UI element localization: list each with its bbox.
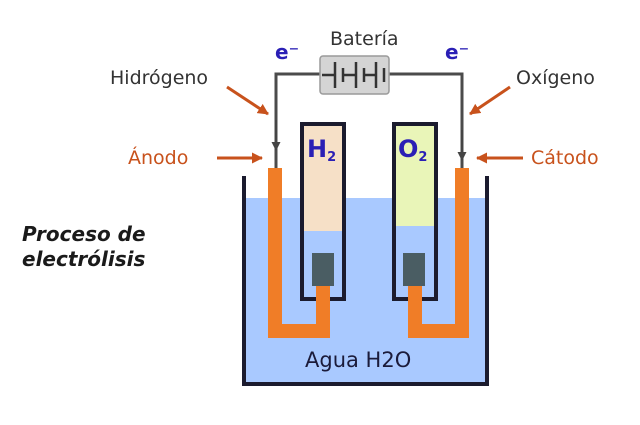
oxygen-symbol: O bbox=[398, 135, 419, 163]
cathode-label: Cátodo bbox=[531, 147, 599, 169]
hydrogen-formula: H2 bbox=[307, 137, 336, 164]
oxygen-gas bbox=[396, 126, 434, 226]
anode-label: Ánodo bbox=[128, 147, 189, 169]
electron-right-label: e⁻ bbox=[445, 40, 470, 64]
battery-cells bbox=[322, 62, 386, 88]
oxygen-electrode-plate bbox=[403, 253, 425, 286]
hydrogen-label: Hidrógeno bbox=[110, 67, 209, 89]
diagram-title: Proceso de electrólisis bbox=[22, 222, 146, 272]
water-body bbox=[245, 198, 486, 383]
oxygen-pointer-arrow bbox=[469, 85, 511, 116]
hydrogen-gas bbox=[304, 126, 342, 231]
hydrogen-electrode-plate bbox=[312, 253, 334, 286]
hydrogen-symbol: H bbox=[307, 135, 328, 163]
oxygen-subscript: 2 bbox=[418, 150, 428, 165]
water-label: Agua H2O bbox=[305, 348, 412, 372]
cathode-electrode bbox=[408, 168, 469, 338]
hydrogen-subscript: 2 bbox=[327, 150, 337, 165]
container bbox=[242, 176, 489, 386]
battery-label: Batería bbox=[330, 28, 399, 50]
title-line-1: Proceso de bbox=[22, 222, 146, 246]
title-line-2: electrólisis bbox=[22, 247, 146, 271]
anode-electrode bbox=[268, 168, 330, 338]
oxygen-label: Oxígeno bbox=[516, 67, 595, 89]
oxygen-formula: O2 bbox=[398, 137, 427, 164]
electron-left-label: e⁻ bbox=[275, 40, 300, 64]
hydrogen-pointer-arrow bbox=[226, 85, 269, 116]
